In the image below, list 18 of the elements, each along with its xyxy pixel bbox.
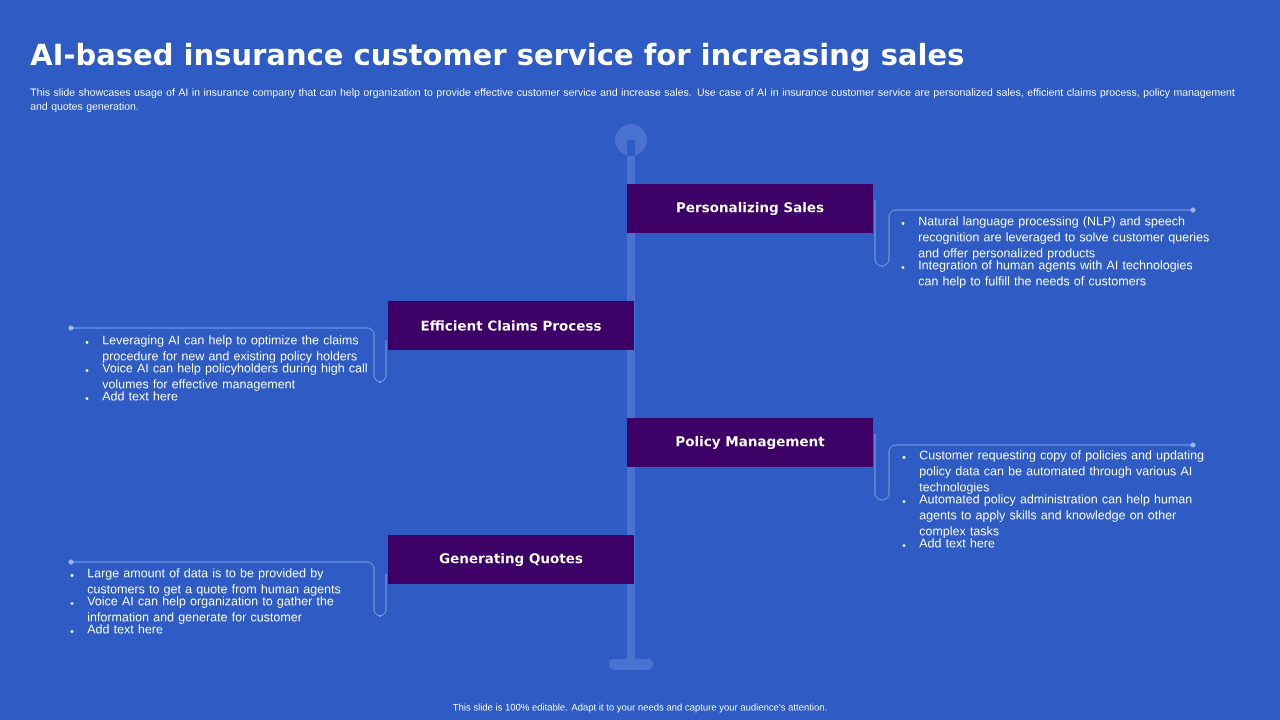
- bullet-item: Natural language processing (NLP) and speech recognition are leveraged to solve customer queries and offer personalized products: [901, 216, 1209, 260]
- footer-note: This slide is 100% editable. Adapt it to your needs and capture your audience's attention.: [453, 703, 827, 713]
- bullet-item: Add text here: [85, 391, 178, 401]
- bullet-item: Leveraging AI can help to optimize the claims procedure for new and existing policy holders: [85, 335, 359, 363]
- bullet-item: Add text here: [902, 538, 995, 548]
- bullet-item: Voice AI can help organization to gather the information and generate for customer: [70, 596, 334, 624]
- title-box: Policy Management: [627, 418, 873, 467]
- subtitle: This slide showcases usage of AI in insurance company that can help organization to provide effective customer service and increase sales. Use case of AI in insurance customer service are personalized sales, efficient claims process, policy management and quotes generation.: [30, 88, 1235, 112]
- bullet-item: Voice AI can help policyholders during high call volumes for effective management: [85, 363, 367, 391]
- title-box: Generating Quotes: [388, 535, 634, 584]
- bullet-item: Integration of human agents with AI technologies can help to fulfill the needs of customers: [901, 260, 1193, 288]
- bullet-item: Large amount of data is to be provided by customers to get a quote from human agents: [70, 568, 341, 596]
- title-box: Personalizing Sales: [627, 184, 873, 233]
- bullet-item: Customer requesting copy of policies and updating policy data can be automated through various AI technologies: [902, 450, 1204, 494]
- title: AI-based insurance customer service for increasing sales: [30, 42, 963, 72]
- bullet-item: Automated policy administration can help human agents to apply skills and knowledge on other complex tasks: [902, 494, 1192, 538]
- bullet-item: Add text here: [70, 624, 163, 634]
- title-box: Efficient Claims Process: [388, 301, 634, 350]
